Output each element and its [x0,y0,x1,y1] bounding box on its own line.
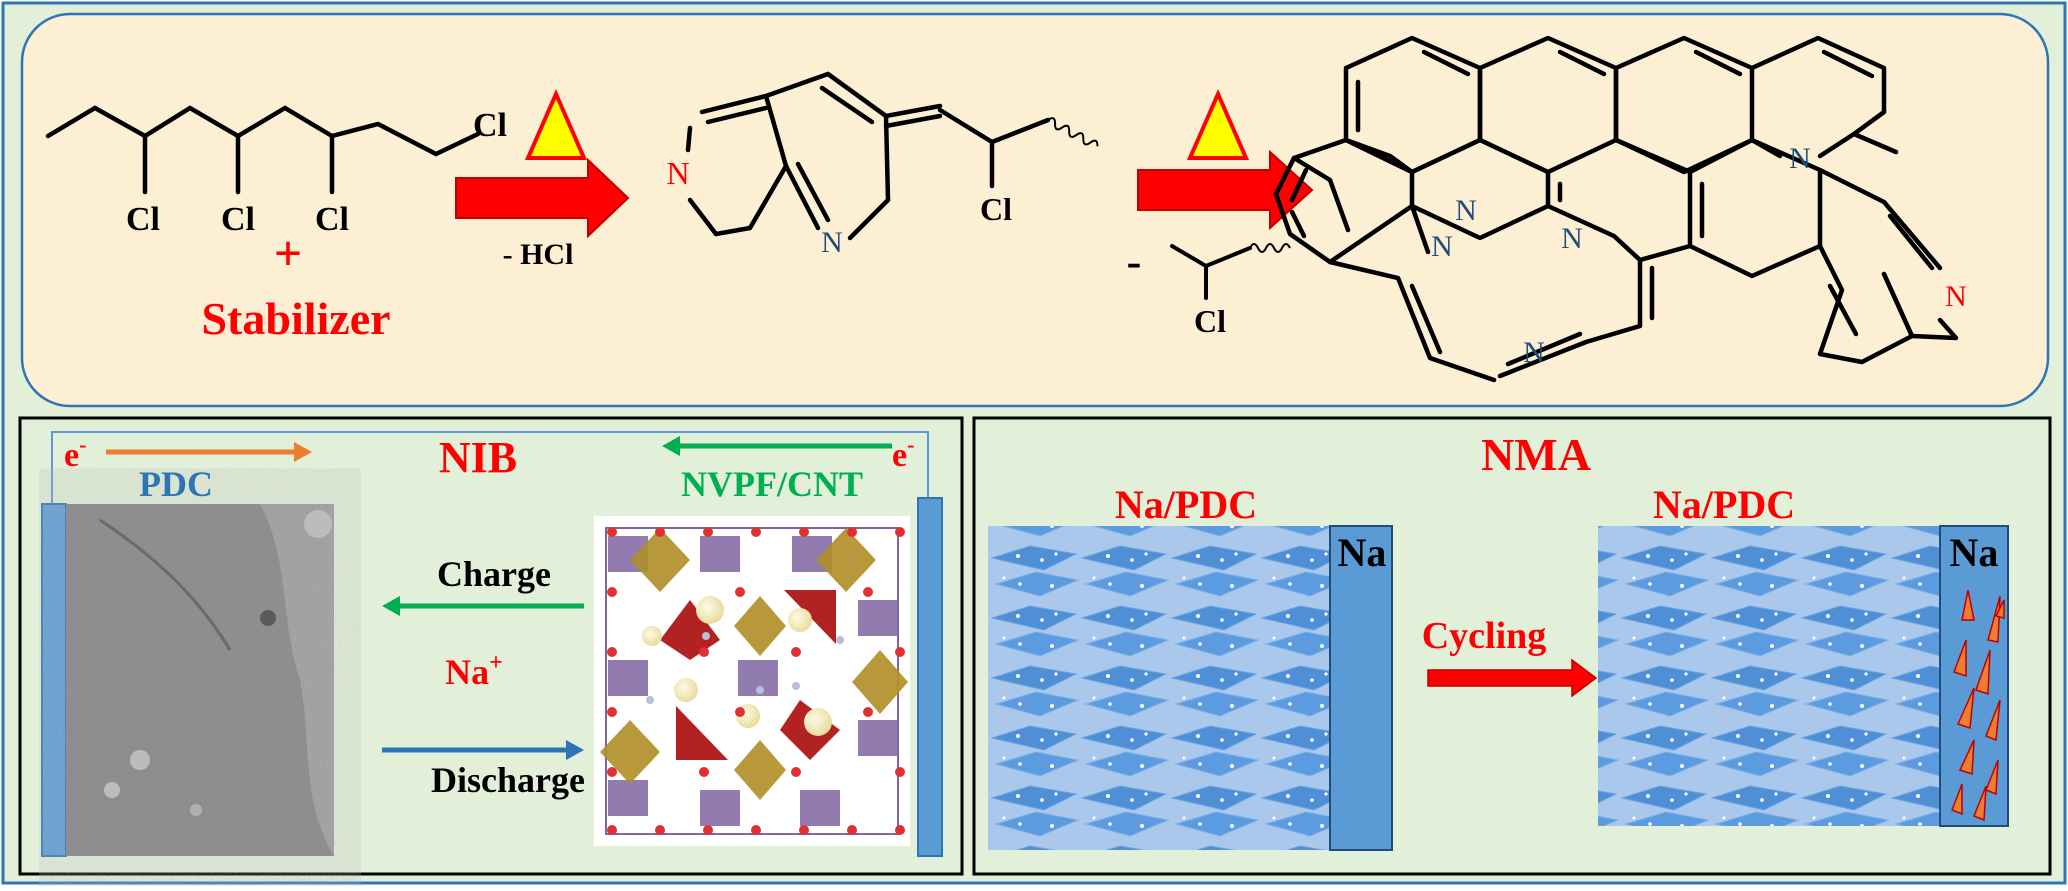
charge-arrowhead [382,596,400,616]
discharge-label: Discharge [431,760,585,800]
reaction-arrow-2 [1137,149,1314,231]
heat-triangle-icon [524,89,588,160]
chain-continuation-icon [1047,117,1099,147]
nitrogen-blue-label: N [1431,230,1453,263]
chlorine-label: Cl [315,201,349,238]
right-sodium-label: Na [1950,530,1999,575]
electron-left-label: e- [64,432,86,474]
nitrogen-blue-label: N [821,226,843,259]
nitrogen-blue-label: N [1523,336,1545,369]
left-sodium-metal [1329,525,1393,851]
electron-flow-arrowhead [662,436,680,456]
left-sodium-label: Na [1338,530,1387,575]
chlorine-label: Cl [1194,303,1226,339]
nvpf-crystal-structure [594,516,910,846]
plus-sign: + [274,225,303,281]
stabilizer-label: Stabilizer [201,293,390,344]
electron-right-label: e- [892,432,914,474]
pdc-tem-image [66,504,334,856]
cathode-electrode [917,497,943,857]
cycling-arrow [1427,658,1598,698]
right-anode-label: Na/PDC [1653,482,1795,527]
nitrogen-blue-label: N [1789,142,1811,175]
charge-label: Charge [437,554,551,594]
chlorine-label: Cl [126,201,160,238]
minus-sign: - [1127,237,1142,286]
nma-title: NMA [1481,429,1591,480]
left-pdc-layers [988,526,1330,850]
cycling-label: Cycling [1422,615,1547,657]
external-circuit-wire [51,431,929,504]
right-pdc-layers [1598,526,1940,826]
chlorine-label: Cl [980,191,1012,227]
product-structure [1273,35,1959,383]
chain-continuation-icon [1249,243,1291,253]
sodium-ion-label: Na+ [445,650,503,692]
reaction-arrow-1 [455,157,630,239]
electron-flow-arrowhead [294,442,312,462]
nib-title: NIB [439,433,517,482]
anode-electrode [41,503,67,857]
cathode-label: NVPF/CNT [681,464,863,504]
sodium-dendrites [1951,589,2005,822]
hcl-byproduct-label: - HCl [503,238,574,271]
intermediate-structure [685,71,1051,241]
nitrogen-blue-label: N [1561,222,1583,255]
heat-triangle-icon [1186,89,1250,160]
discharge-arrowhead [566,740,584,760]
chlorine-label: Cl [221,201,255,238]
right-sodium-metal [1939,525,2009,827]
synthesis-panel-box [20,12,2050,408]
nitrogen-red-label: N [1945,280,1967,313]
nitrogen-red-label: N [666,155,689,191]
eliminated-fragment [1170,244,1252,300]
nitrogen-blue-label: N [1455,194,1477,227]
nib-panel: e- PDC NIB e- NVPF/CNT Charge Na+ Discha… [18,416,964,876]
anode-label: PDC [139,464,213,504]
synthesis-panel: Cl Cl Cl Cl + Stabilizer - HCl [20,12,2050,408]
pvc-chain [45,105,481,195]
chlorine-label: Cl [473,107,507,144]
left-anode-label: Na/PDC [1115,482,1257,527]
nma-panel: NMA Na/PDC Na Cycling Na/PDC Na [972,416,2052,876]
